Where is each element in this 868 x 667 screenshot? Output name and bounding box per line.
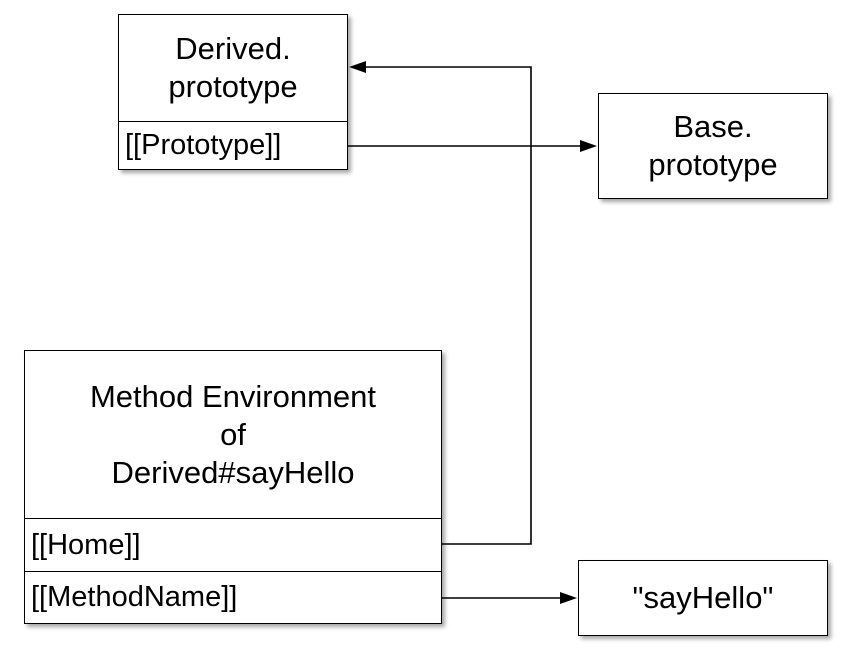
base-prototype-box: Base. prototype	[598, 93, 828, 199]
home-slot: [[Home]]	[25, 518, 441, 571]
base-prototype-title: Base. prototype	[648, 108, 778, 182]
prototype-to-base-arrow	[348, 140, 597, 152]
say-hello-value-text: "sayHello"	[632, 579, 774, 615]
derived-prototype-slot: [[Prototype]]	[119, 121, 347, 168]
say-hello-value-box: "sayHello"	[578, 560, 828, 636]
derived-prototype-box: Derived. prototype [[Prototype]]	[118, 14, 348, 170]
method-name-slot: [[MethodName]]	[25, 571, 441, 622]
method-name-to-value-arrow	[442, 592, 577, 604]
method-environment-title: Method Environment of Derived#sayHello	[89, 378, 377, 490]
method-environment-box: Method Environment of Derived#sayHello […	[24, 350, 442, 624]
derived-prototype-title: Derived. prototype	[168, 31, 298, 104]
